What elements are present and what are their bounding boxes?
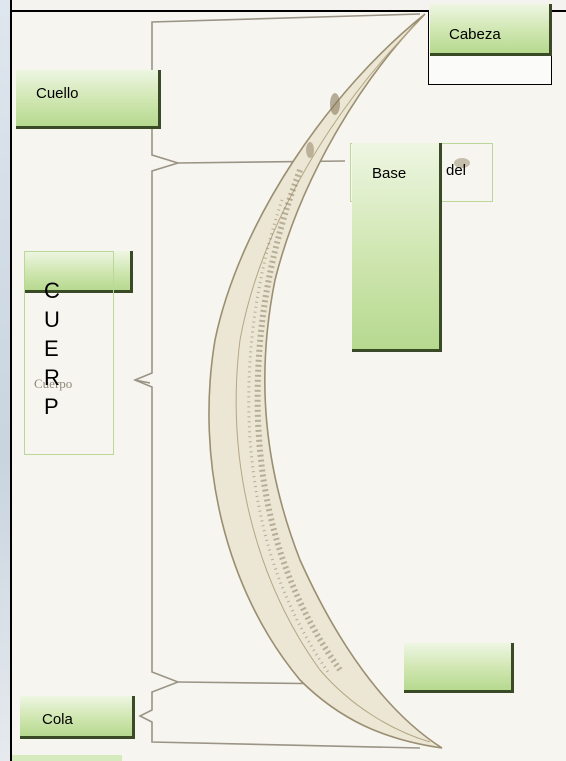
base-label-text: Base (372, 165, 406, 182)
nematode-worm (209, 14, 470, 748)
neck-label-text: Cuello (36, 85, 79, 102)
frame-left-border (10, 0, 12, 761)
body-letter: P (44, 392, 68, 421)
body-letter: C (44, 276, 68, 305)
body-vertical-label: C U E R P (44, 276, 68, 421)
tail-label: Cola (20, 696, 135, 739)
body-letter: R (44, 363, 68, 392)
body-letter: U (44, 305, 68, 334)
tail-label-text: Cola (42, 711, 73, 728)
head-label: Cabeza (430, 4, 552, 56)
body-letter: E (44, 334, 68, 363)
body-label-outline (24, 251, 114, 455)
tail-tip-label (404, 643, 514, 693)
base-label-suffix: del (446, 162, 466, 179)
neck-label: Cuello (16, 70, 161, 129)
bottom-green-strip (12, 755, 122, 761)
base-label: Base (352, 143, 442, 352)
head-label-text: Cabeza (449, 26, 501, 43)
